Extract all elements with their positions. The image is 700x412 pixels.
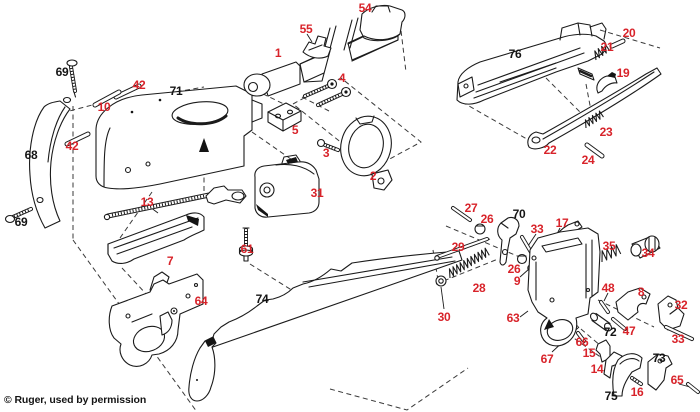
small-pin-66-art	[576, 331, 586, 343]
rear-sight-art	[302, 35, 332, 59]
spring-pin-16-art	[630, 376, 643, 386]
disconnector-art	[615, 287, 651, 321]
hammer-strut-art	[434, 237, 489, 261]
spring-washer-art	[435, 275, 447, 287]
detent-plunger-art	[630, 235, 661, 259]
receiver-pins-art	[64, 83, 142, 147]
sear-art	[657, 295, 685, 331]
plunger-upper-art	[474, 223, 486, 235]
hammer-spring-art	[448, 247, 490, 279]
copyright-text: © Ruger, used by permission	[4, 394, 147, 406]
pin-65-art	[686, 382, 700, 394]
recoil-spring-art	[584, 110, 604, 129]
barrel-band-art	[340, 115, 393, 191]
front-sight-art	[359, 4, 406, 42]
hammer-art	[497, 216, 520, 266]
sear-pin-art	[451, 206, 472, 222]
latch-lever-art	[647, 353, 673, 391]
guide-rod-art	[103, 185, 247, 221]
trigger-pin-art	[611, 317, 627, 331]
sear-pin-long-art	[664, 325, 694, 341]
bolt-art	[107, 212, 205, 264]
charging-handle-art	[527, 67, 662, 150]
bolt-detail-art	[456, 22, 607, 105]
plunger-lower-art	[516, 253, 528, 265]
extractor-spring-art	[594, 43, 611, 61]
latch-plunger-art	[589, 312, 613, 332]
stock-art	[188, 250, 463, 402]
buttplate-art	[29, 96, 72, 229]
v-block-art	[267, 102, 302, 132]
detent-spring-art	[601, 244, 622, 263]
takedown-screw-art	[316, 138, 340, 152]
extractor-plunger-art	[609, 38, 626, 49]
magazine-art	[254, 154, 320, 218]
trigger-art	[612, 353, 643, 397]
receiver-art	[95, 85, 263, 190]
buttplate-screw-top-art	[66, 59, 78, 98]
sear-spring-pin-art	[599, 300, 610, 314]
barrel-screws-art	[303, 78, 352, 107]
extractor-art	[596, 72, 618, 94]
buttplate-screw-bottom-art	[4, 207, 33, 224]
stop-screw-art	[238, 227, 254, 262]
recoil-spring-rod-art	[584, 142, 605, 159]
trigger-housing-art	[527, 227, 601, 347]
trigger-guard-assembly-art	[108, 271, 204, 367]
